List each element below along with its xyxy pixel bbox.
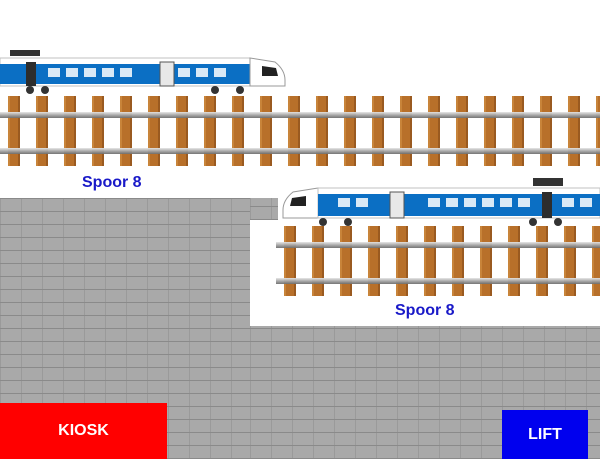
lower-track-rail: [276, 278, 600, 284]
lower-track: [276, 226, 600, 296]
upper-platform-label: Spoor 8: [82, 174, 142, 191]
lower-platform-label: Spoor 8: [395, 302, 455, 319]
lift-button[interactable]: LIFT: [502, 410, 588, 459]
upper-train[interactable]: [0, 44, 290, 100]
upper-track: [0, 96, 600, 166]
lower-track-sleepers: [276, 226, 600, 296]
upper-track-rail: [0, 112, 600, 118]
train-icon: [282, 178, 600, 226]
lower-track-rail: [276, 242, 600, 248]
platform-pavement-ledge: [250, 198, 278, 220]
lower-train[interactable]: [278, 174, 600, 230]
upper-track-sleepers: [0, 96, 600, 166]
kiosk-button[interactable]: KIOSK: [0, 403, 167, 459]
upper-track-rail: [0, 148, 600, 154]
train-icon: [0, 50, 286, 94]
